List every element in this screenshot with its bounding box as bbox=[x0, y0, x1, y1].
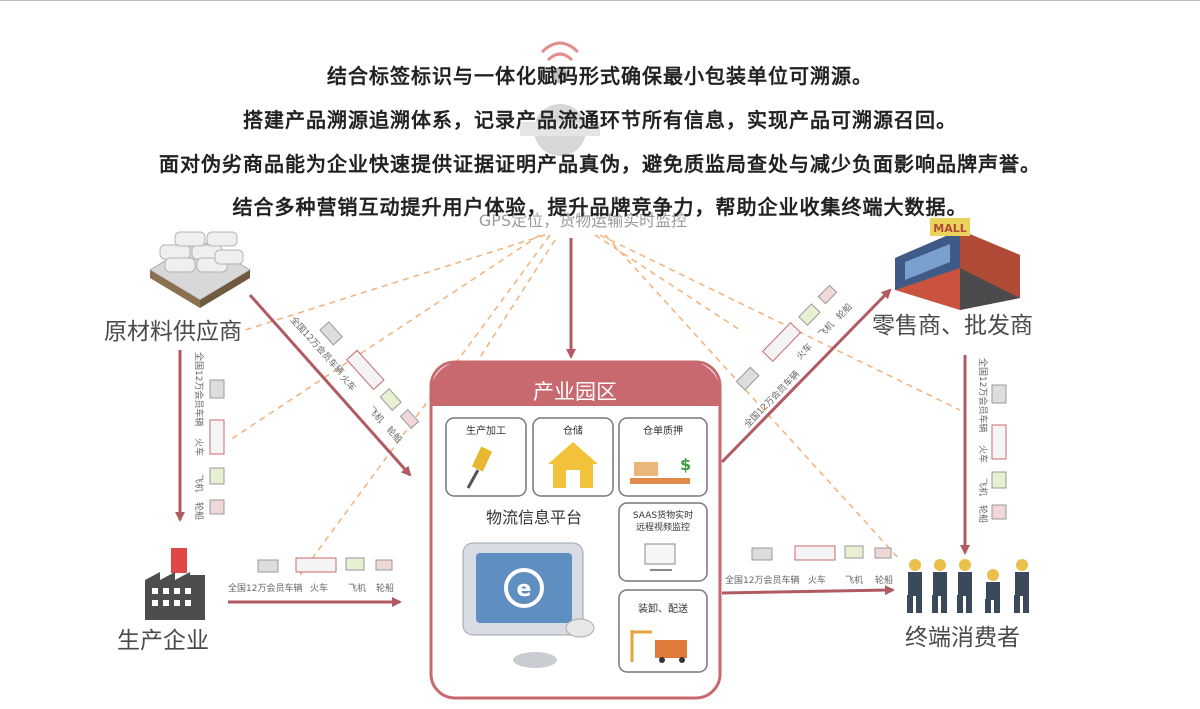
train-label-lv: 火车 bbox=[193, 438, 205, 456]
production-label: 生产加工 bbox=[466, 424, 506, 437]
scale-icon: $ bbox=[630, 455, 691, 484]
satellite-icon bbox=[520, 41, 600, 156]
drill-icon bbox=[466, 446, 493, 489]
ship-label-rv: 轮船 bbox=[977, 505, 989, 523]
mall-icon: MALL bbox=[895, 218, 1020, 310]
ship-label-bl: 轮船 bbox=[376, 582, 394, 594]
arrow-supplier-park bbox=[248, 294, 412, 477]
supplier-label: 原材料供应商 bbox=[104, 319, 242, 345]
members-label-bl: 全国12万会员车辆 bbox=[228, 582, 302, 594]
members-label-lv: 全国12万会员车辆 bbox=[193, 352, 205, 426]
train-label-ur: 火车 bbox=[794, 341, 815, 362]
warehouse-icon bbox=[548, 442, 598, 488]
ship-label-ul: 轮船 bbox=[384, 424, 405, 445]
plane-label-br: 飞机 bbox=[845, 574, 863, 586]
ship-label-br: 轮船 bbox=[875, 574, 893, 586]
park-title: 产业园区 bbox=[533, 380, 617, 404]
transport-group-right-vertical: 全国12万会员车辆 火车 飞机 轮船 bbox=[977, 358, 1007, 523]
monitor-icon bbox=[644, 543, 676, 571]
top-divider bbox=[0, 0, 1200, 1]
transport-group-bottom-left: 全国12万会员车辆 火车 飞机 轮船 bbox=[228, 557, 394, 594]
industrial-park: 产业园区 生产加工 仓储 仓单质押 $ 物流信息平台 bbox=[429, 360, 722, 700]
plane-label-ur: 飞机 bbox=[816, 319, 837, 340]
mall-sign: MALL bbox=[933, 222, 966, 235]
supplier-icon bbox=[149, 231, 251, 308]
train-label-ul: 火车 bbox=[338, 372, 359, 393]
headline-3: 面对伪劣商品能为企业快速提供证据证明产品真伪，避免质监局查处与减少负面影响品牌声… bbox=[159, 152, 1041, 176]
gps-label: GPS定位，货物运输实时监控 bbox=[479, 211, 687, 230]
loading-label: 装卸、配送 bbox=[638, 602, 688, 615]
saas-label-2: 远程视频监控 bbox=[636, 521, 690, 533]
saas-card bbox=[618, 502, 708, 582]
ship-label-lv: 轮船 bbox=[193, 502, 205, 520]
transport-group-upper-left: 全国12万会员车辆 火车 飞机 轮船 bbox=[288, 314, 420, 445]
train-label-bl: 火车 bbox=[310, 582, 328, 594]
arrow-park-consumer bbox=[721, 585, 895, 596]
storage-label: 仓储 bbox=[563, 424, 583, 437]
manufacturer-label: 生产企业 bbox=[117, 628, 209, 654]
consumers-icon bbox=[907, 559, 1029, 613]
crane-truck-icon bbox=[630, 630, 687, 663]
plane-label-ul: 飞机 bbox=[366, 404, 387, 425]
svg-text:$: $ bbox=[680, 455, 691, 474]
plane-label-rv: 飞机 bbox=[977, 478, 989, 496]
factory-icon bbox=[145, 548, 205, 620]
saas-label-1: SAAS货物实时 bbox=[633, 509, 693, 521]
headline-2: 搭建产品溯源追溯体系，记录产品流通环节所有信息，实现产品可溯源召回。 bbox=[243, 108, 957, 132]
headline-1: 结合标签标识与一体化赋码形式确保最小包装单位可溯源。 bbox=[327, 64, 873, 88]
transport-group-bottom-right: 全国12万会员车辆 火车 飞机 轮船 bbox=[725, 545, 893, 586]
train-label-rv: 火车 bbox=[977, 445, 989, 463]
transport-group-upper-right: 全国12万会员车辆 火车 飞机 轮船 bbox=[735, 284, 855, 430]
consumer-label: 终端消费者 bbox=[905, 625, 1020, 651]
members-label-rv: 全国12万会员车辆 bbox=[977, 358, 989, 432]
plane-label-lv: 飞机 bbox=[193, 474, 205, 492]
plane-label-bl: 飞机 bbox=[348, 582, 366, 594]
members-label-br: 全国12万会员车辆 bbox=[725, 574, 799, 586]
ship-label-ur: 轮船 bbox=[834, 301, 855, 322]
platform-label: 物流信息平台 bbox=[486, 508, 582, 527]
pledge-card bbox=[618, 417, 708, 497]
transport-group-left-vertical: 全国12万会员车辆 火车 飞机 轮船 bbox=[193, 352, 225, 520]
svg-text:e: e bbox=[517, 577, 532, 602]
pledge-label: 仓单质押 bbox=[643, 424, 683, 437]
computer-icon: e bbox=[462, 542, 595, 668]
retailer-label: 零售商、批发商 bbox=[872, 313, 1033, 339]
train-label-br: 火车 bbox=[808, 574, 826, 586]
arrow-park-retailer bbox=[720, 288, 892, 464]
headline-4: 结合多种营销互动提升用户体验，提升品牌竞争力，帮助企业收集终端大数据。 bbox=[232, 195, 968, 219]
